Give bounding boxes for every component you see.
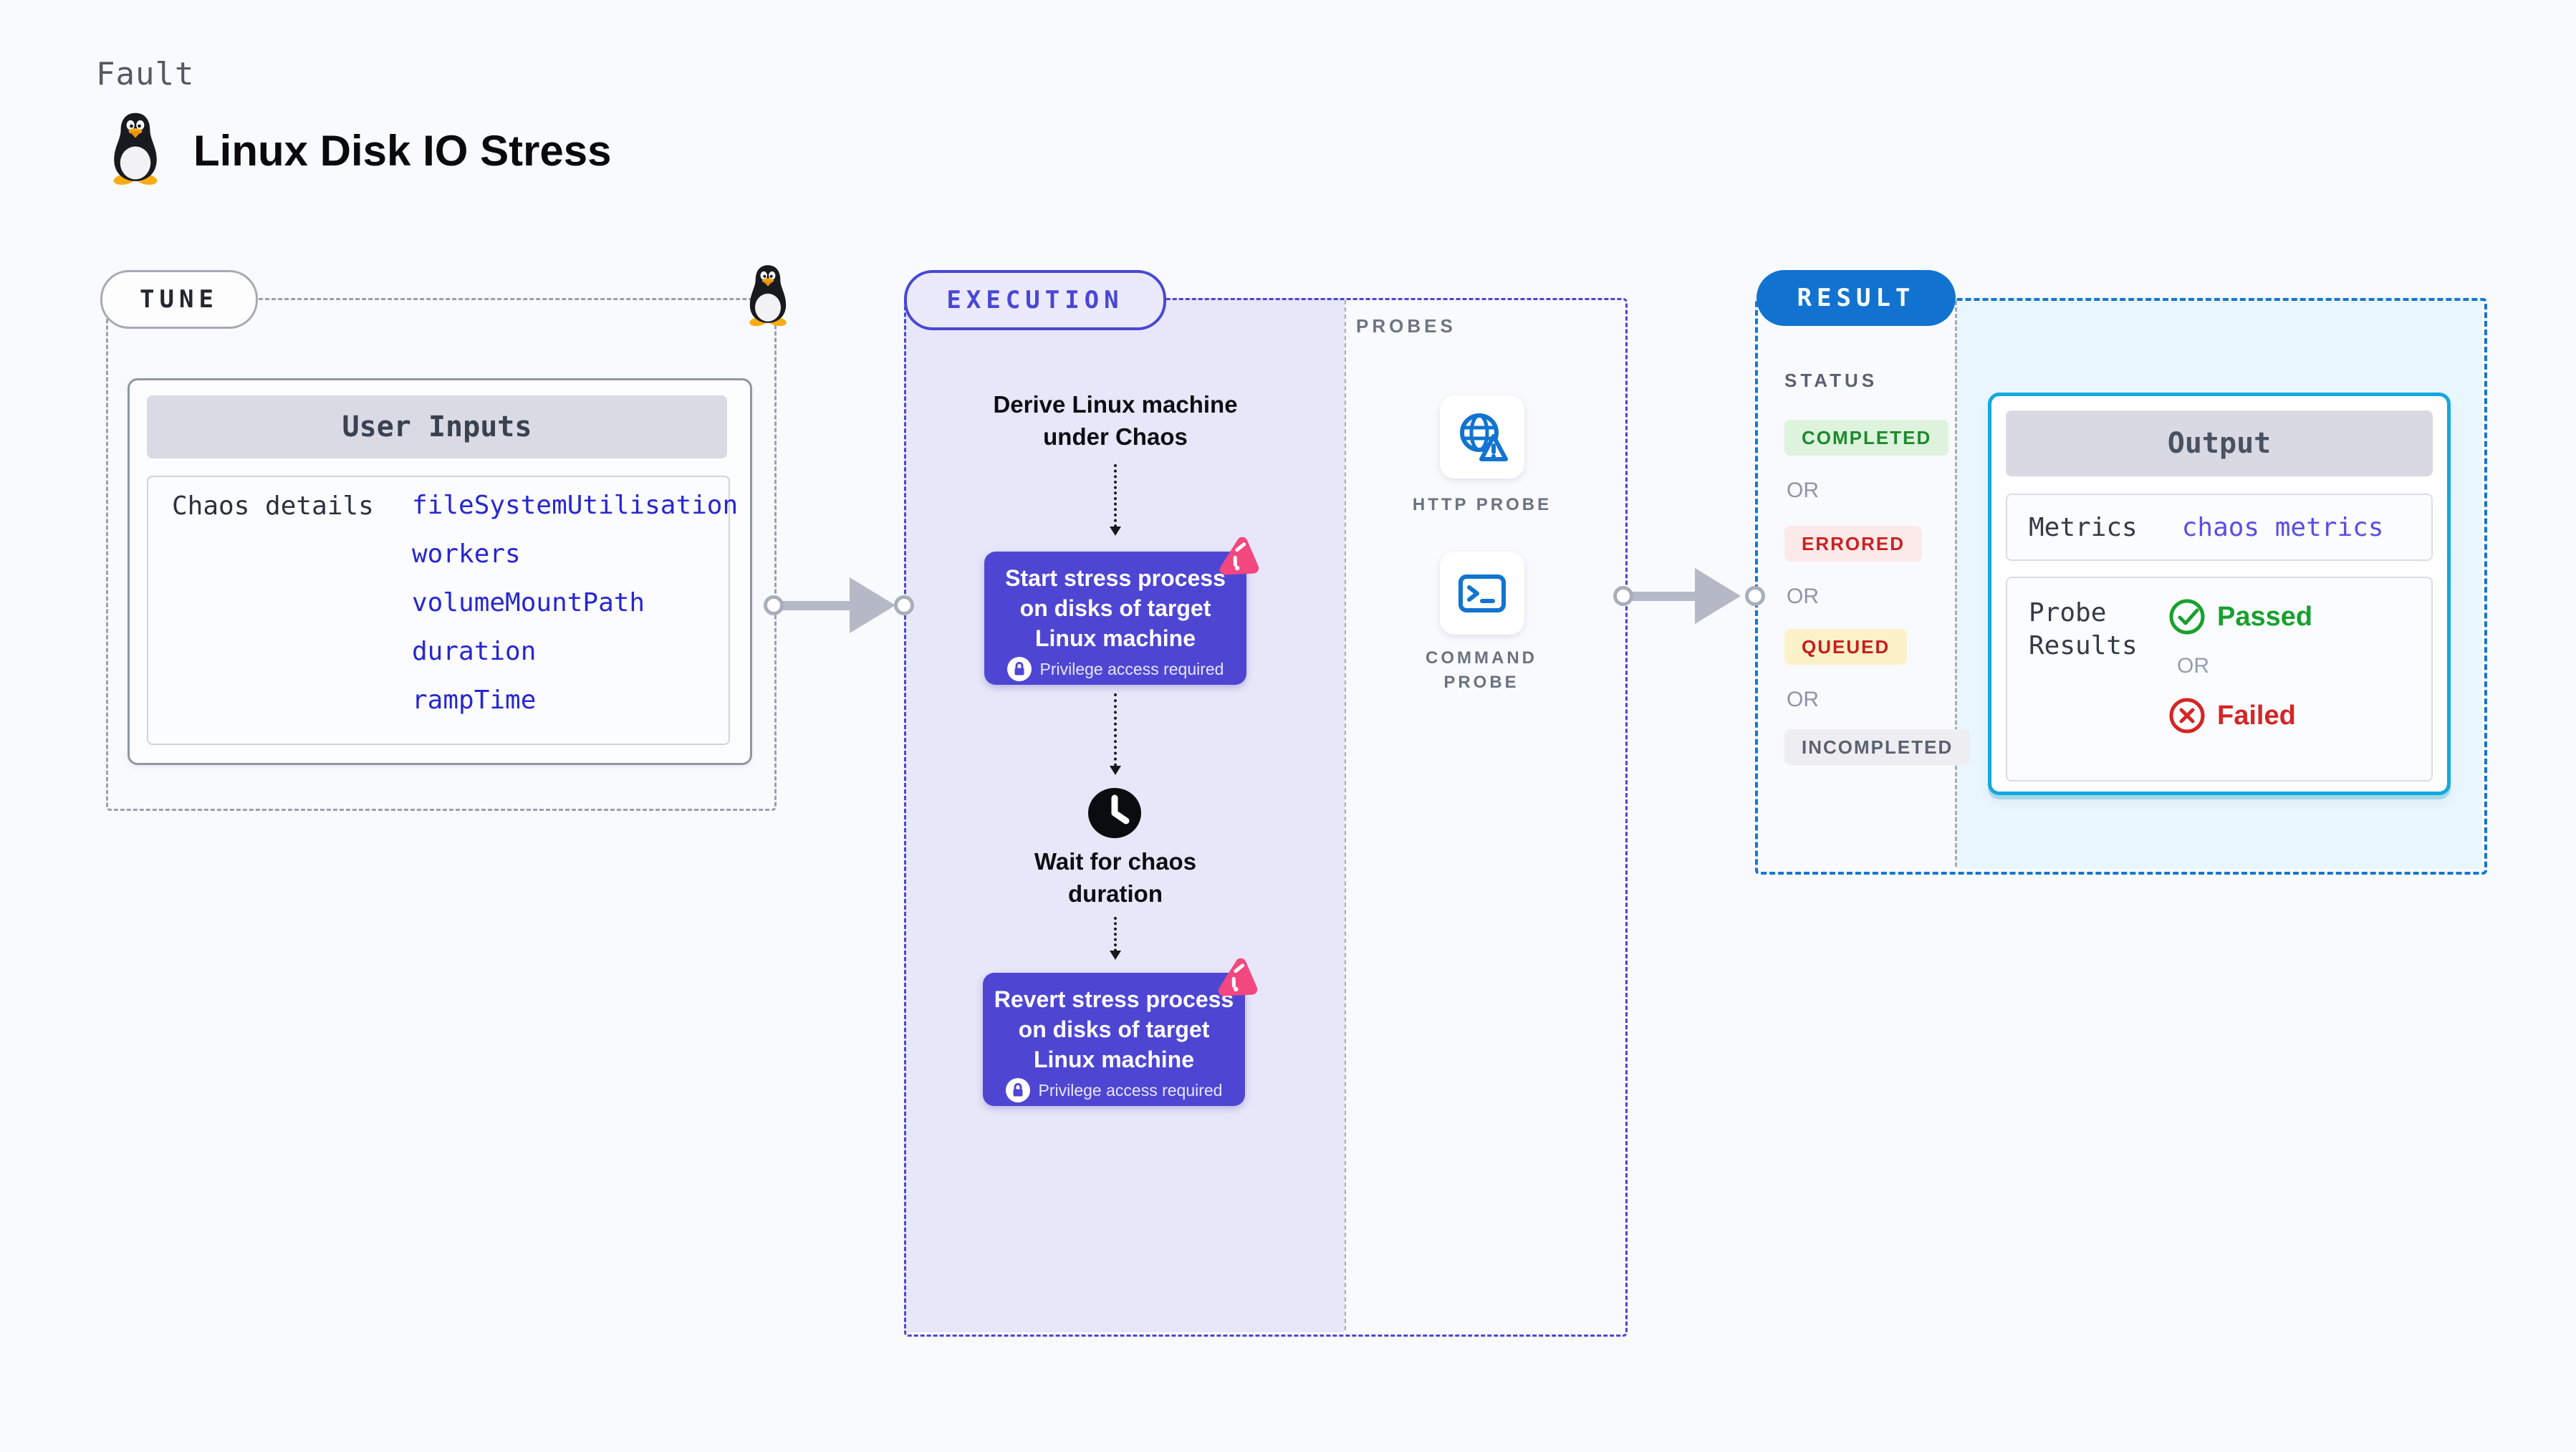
chaos-details-label: Chaos details: [172, 491, 374, 521]
input-value: volumeMountPath: [412, 588, 645, 617]
privilege-badge: Privilege access required: [984, 657, 1246, 681]
fault-category-label: Fault: [96, 56, 195, 92]
connector-endpoint: [764, 595, 784, 615]
command-probe-card: [1440, 552, 1524, 635]
execution-section-box: [904, 298, 1628, 1337]
passed-label: Passed: [2217, 601, 2313, 632]
user-inputs-title: User Inputs: [147, 395, 727, 458]
status-label: STATUS: [1784, 370, 1878, 391]
status-badge-incompleted: INCOMPLETED: [1784, 729, 1971, 765]
privilege-badge: Privilege access required: [983, 1078, 1245, 1102]
probe-results-row: Probe Results Passed OR Failed: [2006, 577, 2433, 782]
failed-label: Failed: [2217, 700, 2296, 731]
chaos-input-list: fileSystemUtilisation workers volumeMoun…: [412, 491, 738, 715]
revert-stress-node: Revert stress process on disks of target…: [983, 973, 1245, 1106]
clock-icon: [1087, 787, 1142, 839]
output-title: Output: [2006, 410, 2433, 476]
connector-arrowhead: [1695, 568, 1741, 624]
flow-arrow-down: [1110, 693, 1121, 775]
result-pill: RESULT: [1756, 270, 1956, 326]
probes-label: PROBES: [1356, 315, 1456, 337]
terminal-icon: [1455, 566, 1509, 620]
check-circle-icon: [2168, 598, 2206, 635]
lock-icon: [1007, 657, 1032, 681]
failed-row: Failed: [2168, 697, 2312, 734]
metrics-label: Metrics: [2029, 512, 2138, 542]
flow-arrow-down: [1110, 464, 1121, 536]
start-stress-label: Start stress process on disks of target …: [1005, 565, 1226, 651]
globe-warning-icon: [1455, 410, 1509, 464]
probes-divider: [1345, 300, 1346, 1330]
revert-stress-label: Revert stress process on disks of target…: [994, 986, 1234, 1072]
x-circle-icon: [2168, 697, 2206, 734]
flow-arrow-down: [1110, 917, 1121, 960]
status-badge-queued: QUEUED: [1784, 629, 1908, 665]
connector-line: [1625, 592, 1698, 601]
status-badge-completed: COMPLETED: [1784, 420, 1949, 456]
metrics-value: chaos metrics: [2181, 512, 2384, 542]
command-probe-label: COMMAND PROBE: [1426, 648, 1537, 692]
http-probe-card: [1440, 395, 1524, 479]
input-value: fileSystemUtilisation: [412, 491, 739, 520]
tune-pill: TUNE: [100, 270, 258, 329]
status-divider: [1955, 301, 1957, 867]
connector-endpoint: [894, 595, 914, 615]
or-separator: OR: [1787, 479, 1819, 502]
privilege-label: Privilege access required: [1039, 659, 1224, 678]
privilege-label: Privilege access required: [1038, 1080, 1223, 1100]
connector-endpoint: [1745, 586, 1765, 606]
input-value: workers: [412, 539, 521, 569]
tux-penguin-icon-small: [742, 261, 794, 330]
connector-line: [775, 601, 852, 610]
tux-penguin-icon: [105, 112, 166, 185]
input-value: duration: [412, 637, 537, 666]
output-card: Output Metrics chaos metrics Probe Resul…: [1988, 393, 2451, 795]
status-badge-errored: ERRORED: [1784, 526, 1923, 562]
metrics-row: Metrics chaos metrics: [2006, 494, 2433, 561]
connector-endpoint: [1613, 586, 1633, 606]
start-stress-node: Start stress process on disks of target …: [984, 552, 1246, 685]
probe-results-values: Passed OR Failed: [2168, 598, 2312, 734]
wait-step-label: Wait for chaos duration: [1034, 848, 1197, 907]
derive-step-label: Derive Linux machine under Chaos: [993, 391, 1238, 450]
execution-pill: EXECUTION: [904, 270, 1166, 330]
litmus-chaos-icon: [1212, 534, 1261, 583]
user-inputs-body: [147, 476, 730, 745]
or-separator: OR: [1787, 585, 1819, 608]
http-probe-label: HTTP PROBE: [1412, 495, 1552, 514]
connector-arrowhead: [850, 577, 895, 633]
input-value: rampTime: [412, 686, 537, 715]
or-separator: OR: [1787, 688, 1819, 711]
tune-section-box: [106, 298, 777, 811]
probe-results-label: Probe Results: [2029, 598, 2138, 660]
passed-row: Passed: [2168, 598, 2312, 635]
lock-icon: [1006, 1078, 1030, 1102]
page-title: Linux Disk IO Stress: [193, 127, 612, 175]
litmus-chaos-icon: [1211, 956, 1259, 1004]
or-separator: OR: [2177, 654, 2209, 678]
